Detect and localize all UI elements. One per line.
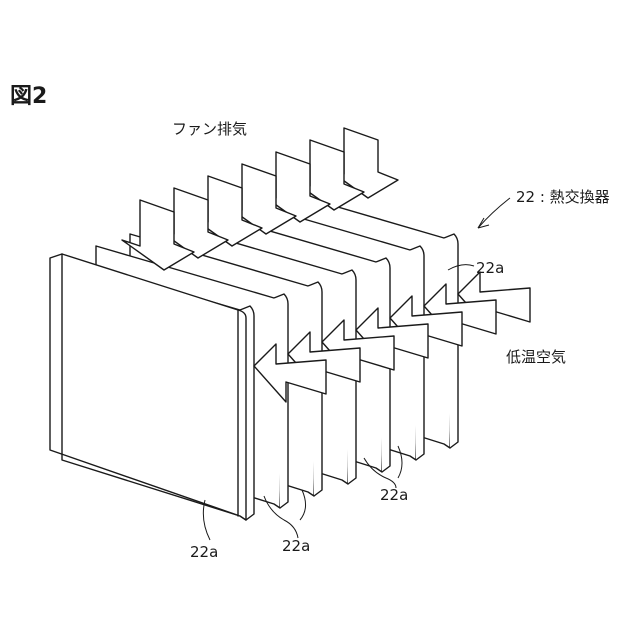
fin-label-bottom: 22a [190, 543, 218, 561]
low-temp-air-label: 低温空気 [506, 348, 566, 366]
fin-stack [50, 128, 530, 520]
heat-exchanger-label: 22 : 熱交換器 [516, 188, 610, 206]
heat-exchanger-leader [478, 198, 510, 228]
fin-label-mid: 22a [380, 486, 408, 504]
fin-leader-front-b [300, 490, 306, 520]
fan-exhaust-label: ファン排気 [172, 120, 247, 138]
figure-title: 図2 [10, 84, 47, 109]
fin-label-front: 22a [282, 537, 310, 555]
fin-label-right: 22a [476, 259, 504, 277]
